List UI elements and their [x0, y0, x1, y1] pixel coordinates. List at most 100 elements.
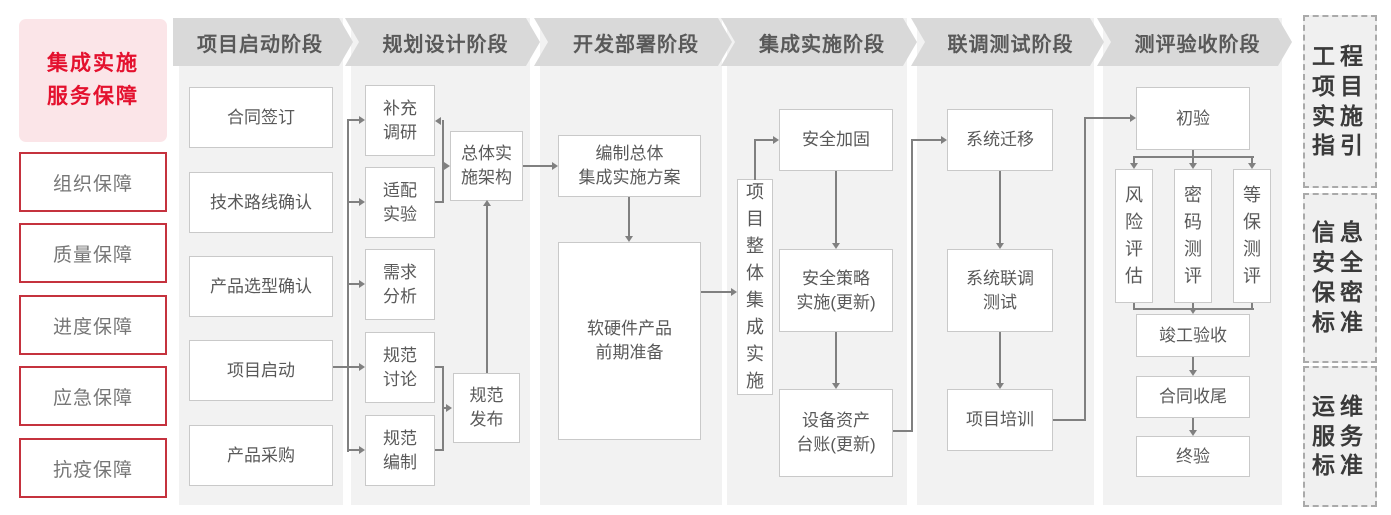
connector-line: [999, 171, 1001, 244]
box-risk-assessment: 风险评估: [1115, 169, 1153, 303]
arrowhead: [483, 200, 491, 206]
box-project-training: 项目培训: [947, 389, 1053, 451]
sidebar-title: 集成实施 服务保障: [19, 19, 167, 142]
arrowhead: [1189, 308, 1197, 314]
box-spec-release: 规范 发布: [453, 373, 520, 443]
box-initial-acceptance: 初验: [1136, 87, 1250, 150]
connector-line: [1192, 156, 1194, 164]
arrowhead: [941, 136, 947, 144]
connector-line: [835, 171, 837, 244]
box-requirement-analysis: 需求 分析: [365, 249, 435, 320]
box-security-policy: 安全策略 实施(更新): [779, 249, 893, 332]
arrowhead: [1189, 430, 1197, 436]
phase-chevron-startup: 项目启动阶段: [173, 18, 353, 66]
phase-chevron-acceptance: 测评验收阶段: [1097, 18, 1292, 66]
box-product-selection: 产品选型确认: [189, 256, 333, 317]
connector-line: [1192, 150, 1194, 158]
box-project-kickoff: 项目启动: [189, 340, 333, 401]
arrowhead: [832, 243, 840, 249]
connector-line: [486, 206, 488, 373]
box-contract-closure: 合同收尾: [1136, 376, 1250, 418]
arrowhead: [359, 198, 365, 206]
box-overall-architecture: 总体实 施架构: [450, 131, 523, 201]
box-adaptation-test: 适配 实验: [365, 167, 435, 238]
box-spec-discussion: 规范 讨论: [365, 332, 435, 403]
connector-line: [754, 139, 756, 180]
arrowhead: [552, 162, 558, 170]
arrowhead: [359, 116, 365, 124]
connector-line: [347, 119, 349, 452]
box-overall-implementation: 项目整体集成实施: [737, 179, 773, 395]
standard-project-guide: 工程项目实施指引: [1303, 15, 1377, 188]
standard-ops-service: 运维服务标准: [1303, 366, 1377, 507]
connector-line: [347, 449, 359, 451]
box-product-procurement: 产品采购: [189, 425, 333, 486]
box-asset-ledger: 设备资产 台账(更新): [779, 389, 893, 477]
connector-line: [333, 366, 348, 368]
connector-line: [442, 407, 448, 409]
connector-line: [754, 139, 774, 141]
connector-line: [1251, 156, 1253, 164]
box-security-hardening: 安全加固: [779, 109, 893, 171]
phase-chevron-planning: 规划设计阶段: [345, 18, 540, 66]
standard-infosec: 信息安全保密标准: [1303, 193, 1377, 363]
arrowhead: [832, 383, 840, 389]
connector-line: [1192, 357, 1194, 371]
arrowhead: [625, 236, 633, 242]
arrowhead: [731, 288, 737, 296]
box-crypto-evaluation: 密码测评: [1174, 169, 1212, 303]
connector-line: [523, 165, 553, 167]
sidebar-item-epidemic: 抗疫保障: [19, 438, 167, 498]
connector-line: [1053, 419, 1086, 421]
connector-line: [893, 430, 913, 432]
box-contract-signing: 合同签订: [189, 87, 333, 148]
arrowhead: [1130, 163, 1138, 169]
box-final-acceptance: 终验: [1136, 436, 1250, 477]
connector-line: [442, 120, 444, 203]
arrowhead: [435, 117, 441, 125]
sidebar-item-quality: 质量保障: [19, 223, 167, 283]
box-supplement-research: 补充 调研: [365, 85, 435, 156]
phase-chevron-development: 开发部署阶段: [534, 18, 732, 66]
box-tech-route-confirm: 技术路线确认: [189, 172, 333, 233]
box-classified-protection: 等保测评: [1233, 169, 1271, 303]
connector-line: [1133, 303, 1135, 310]
arrowhead: [996, 243, 1004, 249]
connector-line: [999, 332, 1001, 384]
connector-line: [628, 197, 630, 237]
connector-line: [435, 366, 444, 368]
box-joint-debugging: 系统联调 测试: [947, 249, 1053, 332]
box-completion-acceptance: 竣工验收: [1136, 314, 1250, 357]
sidebar-item-organization: 组织保障: [19, 152, 167, 212]
connector-line: [347, 201, 359, 203]
connector-line: [701, 291, 732, 293]
box-system-migration: 系统迁移: [947, 109, 1053, 171]
connector-line: [1192, 418, 1194, 431]
connector-line: [1133, 156, 1135, 164]
connector-line: [835, 332, 837, 384]
sidebar-item-emergency: 应急保障: [19, 366, 167, 426]
connector-line: [435, 201, 444, 203]
connector-line: [347, 119, 359, 121]
box-overall-plan: 编制总体 集成实施方案: [558, 135, 701, 197]
connector-line: [1084, 117, 1131, 119]
arrowhead: [444, 162, 450, 170]
sidebar-item-schedule: 进度保障: [19, 295, 167, 355]
arrowhead: [359, 446, 365, 454]
arrowhead: [996, 383, 1004, 389]
connector-line: [1192, 303, 1194, 309]
connector-line: [911, 139, 913, 432]
arrowhead: [1189, 163, 1197, 169]
connector-line: [347, 283, 359, 285]
connector-line: [435, 449, 444, 451]
connector-line: [347, 366, 359, 368]
connector-line: [911, 139, 942, 141]
arrowhead: [1130, 114, 1136, 122]
arrowhead: [1189, 370, 1197, 376]
arrowhead: [446, 404, 452, 412]
box-hw-sw-preparation: 软硬件产品 前期准备: [558, 242, 701, 440]
phase-chevron-testing: 联调测试阶段: [911, 18, 1104, 66]
connector-line: [1084, 117, 1086, 421]
box-spec-drafting: 规范 编制: [365, 415, 435, 486]
